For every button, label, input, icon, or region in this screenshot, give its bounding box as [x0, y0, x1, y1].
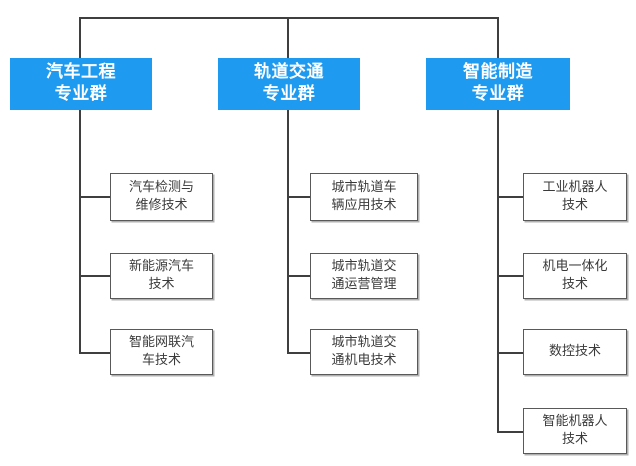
connector-stem-rail-transit — [287, 17, 289, 59]
connector-spine-automotive — [79, 110, 81, 353]
leaf-box-auto-c2[interactable]: 新能源汽车 技术 — [110, 253, 213, 299]
group-box-smart-manufacturing[interactable]: 智能制造 专业群 — [426, 58, 570, 110]
connector-spine-rail-transit — [287, 110, 289, 353]
connector-branch-smart-c2 — [497, 275, 524, 277]
leaf-label-smart-c2: 机电一体化 技术 — [542, 259, 608, 292]
connector-branch-auto-c1 — [79, 196, 111, 198]
leaf-box-auto-c3[interactable]: 智能网联汽 车技术 — [110, 329, 213, 375]
leaf-box-auto-c1[interactable]: 汽车检测与 维修技术 — [110, 173, 213, 221]
leaf-box-rail-c2[interactable]: 城市轨道交 通运营管理 — [310, 253, 418, 299]
connector-branch-rail-c3 — [287, 352, 311, 354]
leaf-label-auto-c2: 新能源汽车 技术 — [128, 259, 194, 292]
group-box-automotive[interactable]: 汽车工程 专业群 — [10, 58, 152, 110]
leaf-box-smart-c3[interactable]: 数控技术 — [523, 329, 627, 375]
leaf-box-smart-c1[interactable]: 工业机器人 技术 — [523, 173, 627, 221]
connector-branch-smart-c1 — [497, 196, 524, 198]
connector-stem-automotive — [79, 17, 81, 59]
leaf-box-smart-c2[interactable]: 机电一体化 技术 — [523, 253, 627, 299]
group-box-rail-transit[interactable]: 轨道交通 专业群 — [218, 58, 360, 110]
leaf-label-rail-c1: 城市轨道车 辆应用技术 — [331, 180, 397, 213]
connector-branch-auto-c3 — [79, 352, 111, 354]
leaf-label-smart-c4: 智能机器人 技术 — [542, 414, 608, 447]
connector-branch-rail-c1 — [287, 196, 311, 198]
leaf-label-smart-c1: 工业机器人 技术 — [542, 180, 608, 213]
group-label-rail-transit: 轨道交通 专业群 — [254, 62, 324, 104]
leaf-label-rail-c3: 城市轨道交 通机电技术 — [331, 335, 397, 368]
group-label-smart-manufacturing: 智能制造 专业群 — [463, 62, 533, 104]
connector-branch-rail-c2 — [287, 275, 311, 277]
leaf-label-rail-c2: 城市轨道交 通运营管理 — [331, 259, 397, 292]
connector-spine-smart-manufacturing — [497, 110, 499, 432]
connector-branch-auto-c2 — [79, 275, 111, 277]
connector-top-bus — [80, 17, 499, 19]
connector-branch-smart-c3 — [497, 352, 524, 354]
leaf-label-smart-c3: 数控技术 — [548, 344, 601, 360]
connector-branch-smart-c4 — [497, 431, 524, 433]
leaf-box-smart-c4[interactable]: 智能机器人 技术 — [523, 408, 627, 454]
leaf-label-auto-c3: 智能网联汽 车技术 — [128, 335, 194, 368]
group-label-automotive: 汽车工程 专业群 — [46, 62, 116, 104]
leaf-box-rail-c1[interactable]: 城市轨道车 辆应用技术 — [310, 173, 418, 221]
connector-stem-smart-manufacturing — [497, 17, 499, 59]
leaf-box-rail-c3[interactable]: 城市轨道交 通机电技术 — [310, 329, 418, 375]
leaf-label-auto-c1: 汽车检测与 维修技术 — [128, 180, 194, 213]
